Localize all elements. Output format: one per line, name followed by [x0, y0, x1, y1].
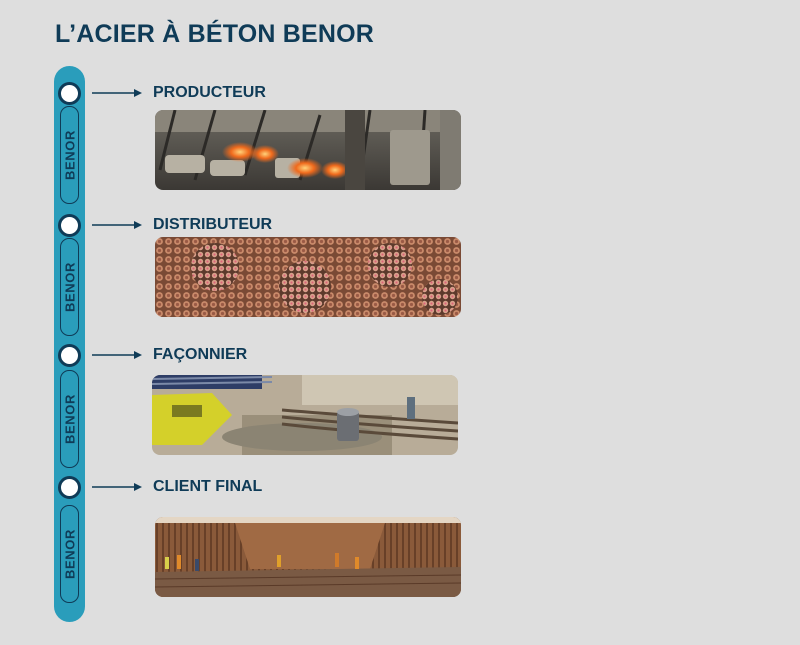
benor-badge: BENOR: [60, 106, 79, 204]
rebar-bundles-photo: [155, 237, 461, 317]
arrow-right-icon: [92, 483, 142, 491]
step-label-client-final: CLIENT FINAL: [153, 478, 263, 495]
step-label-producteur: PRODUCTEUR: [153, 84, 266, 101]
timeline-node-producteur: [58, 82, 81, 105]
bending-machine-photo: [152, 375, 458, 455]
benor-badge: BENOR: [60, 370, 79, 468]
steel-mill-photo: [155, 110, 461, 190]
benor-badge: BENOR: [60, 505, 79, 603]
step-label-distributeur: DISTRIBUTEUR: [153, 216, 273, 233]
timeline-node-faconnier: [58, 344, 81, 367]
arrow-right-icon: [92, 221, 142, 229]
benor-badge: BENOR: [60, 238, 79, 336]
timeline-node-distributeur: [58, 214, 81, 237]
arrow-right-icon: [92, 89, 142, 97]
page-title: L’ACIER À BÉTON BENOR: [55, 20, 375, 48]
construction-site-photo: [155, 517, 461, 597]
timeline-node-client-final: [58, 476, 81, 499]
arrow-right-icon: [92, 351, 142, 359]
step-label-faconnier: FAÇONNIER: [153, 346, 248, 363]
